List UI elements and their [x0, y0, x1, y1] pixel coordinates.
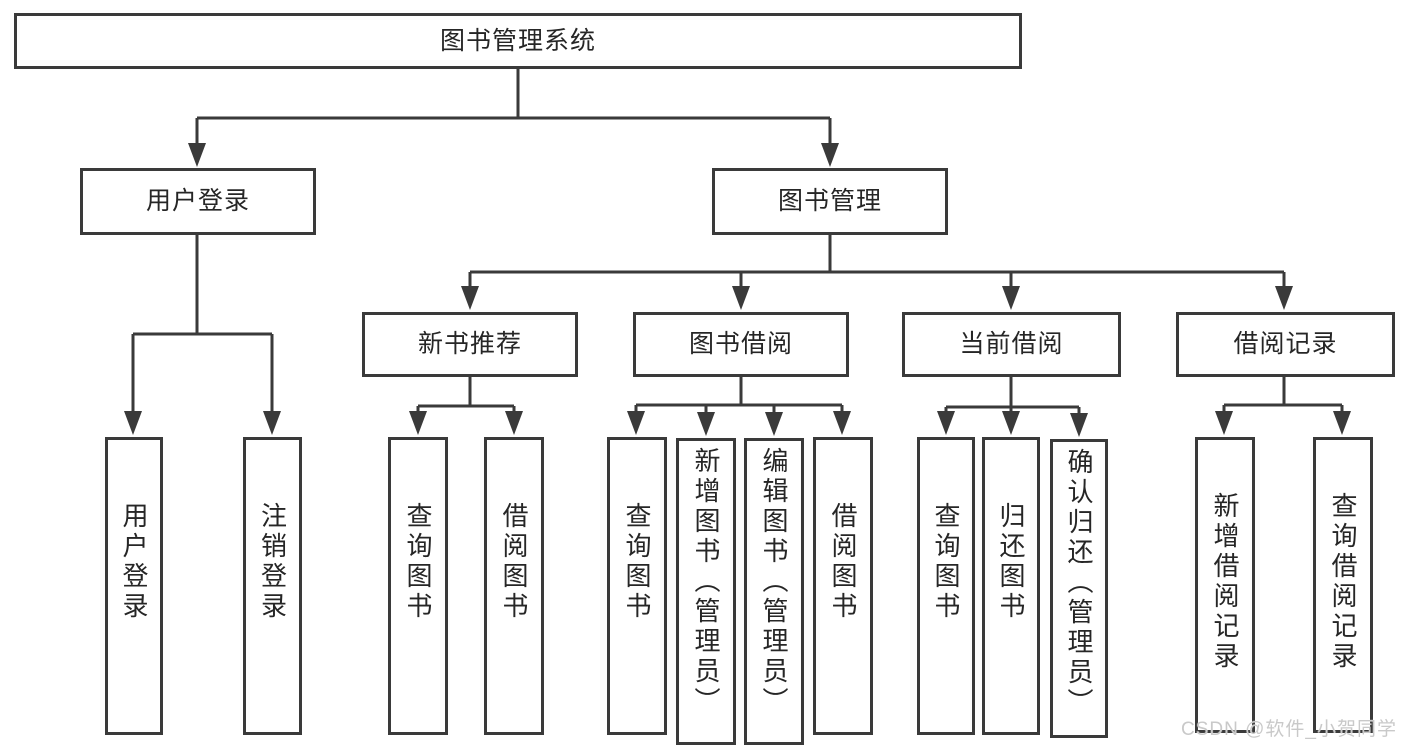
- node-book-borrow: 图书借阅: [633, 312, 849, 377]
- csdn-watermark: CSDN @软件_小贺同学: [1181, 719, 1397, 740]
- node-current-borrow: 当前借阅: [902, 312, 1121, 377]
- leaf-query-borrow-record-label: 查询借阅记录: [1328, 492, 1358, 672]
- leaf-return-books: 归还图书: [982, 437, 1040, 735]
- leaf-rec-query-books: 查询图书: [388, 437, 448, 735]
- leaf-borrow-books: 借阅图书: [813, 437, 873, 735]
- leaf-user-login-label: 用户登录: [119, 502, 149, 622]
- node-book-borrow-label: 图书借阅: [688, 330, 793, 358]
- leaf-add-books-admin-label: 新增图书（管理员）: [691, 447, 721, 717]
- leaf-user-login: 用户登录: [105, 437, 163, 735]
- node-new-book-recommend-label: 新书推荐: [417, 330, 522, 358]
- node-book-management: 图书管理: [712, 168, 948, 235]
- node-new-book-recommend: 新书推荐: [362, 312, 578, 377]
- leaf-add-borrow-record-label: 新增借阅记录: [1210, 492, 1240, 672]
- node-root-label: 图书管理系统: [439, 26, 596, 55]
- node-current-borrow-label: 当前借阅: [959, 330, 1064, 358]
- leaf-rec-query-books-label: 查询图书: [403, 502, 433, 622]
- node-user-login-label: 用户登录: [145, 187, 250, 215]
- leaf-logout: 注销登录: [243, 437, 302, 735]
- leaf-borrow-query-books: 查询图书: [607, 437, 667, 735]
- leaf-return-books-label: 归还图书: [996, 502, 1026, 622]
- leaf-rec-borrow-books-label: 借阅图书: [499, 502, 529, 622]
- leaf-edit-books-admin-label: 编辑图书（管理员）: [759, 447, 789, 717]
- leaf-confirm-return-admin-label: 确认归还（管理员）: [1064, 448, 1094, 718]
- leaf-current-query-books-label: 查询图书: [931, 502, 961, 622]
- leaf-add-borrow-record: 新增借阅记录: [1195, 437, 1255, 733]
- leaf-add-books-admin: 新增图书（管理员）: [676, 438, 736, 745]
- leaf-borrow-query-books-label: 查询图书: [622, 502, 652, 622]
- node-root: 图书管理系统: [14, 13, 1022, 69]
- leaf-query-borrow-record: 查询借阅记录: [1313, 437, 1373, 733]
- node-borrow-records: 借阅记录: [1176, 312, 1395, 377]
- leaf-logout-label: 注销登录: [257, 502, 288, 622]
- leaf-rec-borrow-books: 借阅图书: [484, 437, 544, 735]
- leaf-borrow-books-label: 借阅图书: [828, 502, 858, 622]
- node-user-login: 用户登录: [80, 168, 316, 235]
- leaf-confirm-return-admin: 确认归还（管理员）: [1050, 439, 1108, 738]
- leaf-current-query-books: 查询图书: [917, 437, 975, 735]
- node-book-management-label: 图书管理: [777, 187, 882, 215]
- node-borrow-records-label: 借阅记录: [1233, 330, 1338, 358]
- leaf-edit-books-admin: 编辑图书（管理员）: [744, 438, 804, 745]
